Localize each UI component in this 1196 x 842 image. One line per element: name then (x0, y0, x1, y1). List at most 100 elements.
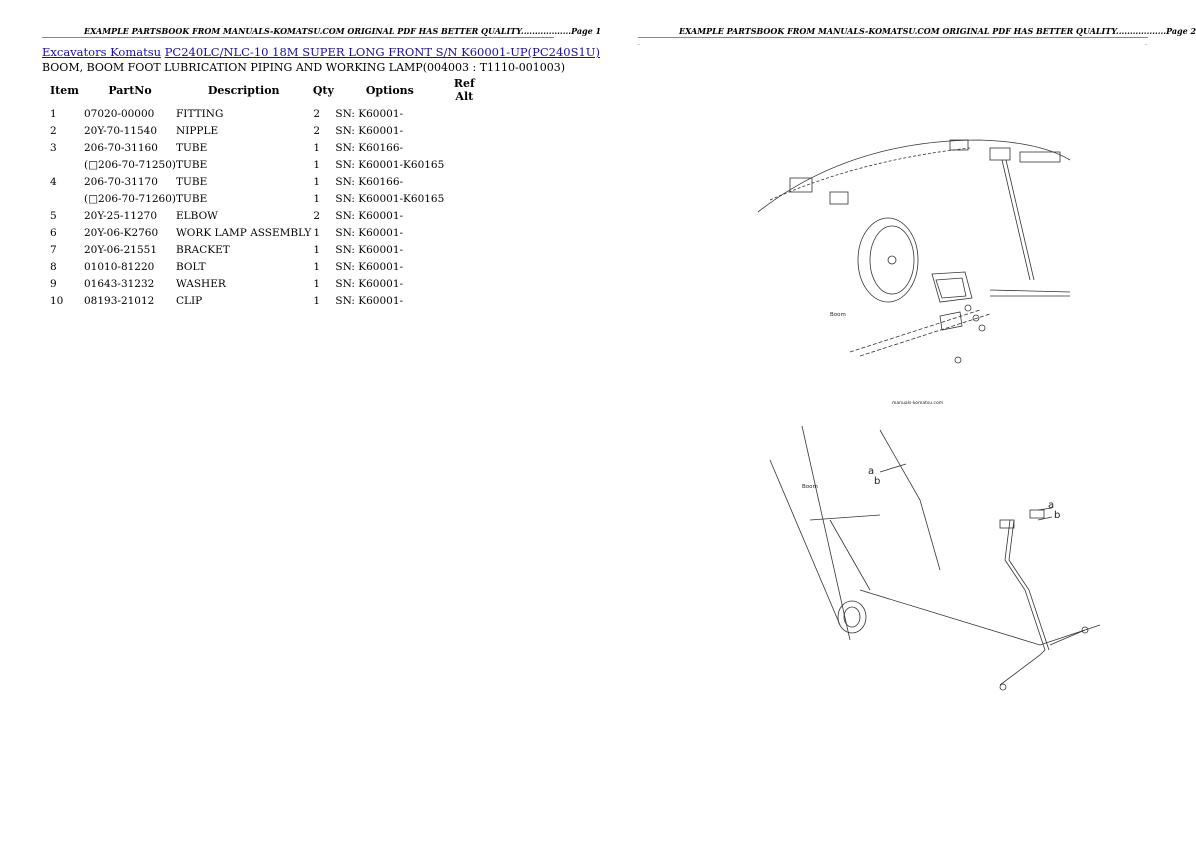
part-ref-alt (444, 292, 484, 309)
part-options: SN: K60001- (335, 226, 404, 239)
item-number: 2 (50, 124, 57, 137)
part-options: SN: K60001- (335, 107, 404, 120)
part-ref-alt (444, 224, 484, 241)
part-number: 07020-00000 (84, 107, 155, 120)
part-description: FITTING (176, 107, 224, 120)
breadcrumb-link-excavators[interactable]: Excavators Komatsu (42, 45, 162, 59)
part-options: SN: K60001-K60165 (335, 158, 445, 171)
diagram-watermark: manuals-komatsu.com (892, 400, 943, 406)
part-description: TUBE (176, 158, 208, 171)
item-number: 1 (50, 107, 57, 120)
part-ref-alt (444, 258, 484, 275)
table-row: (□206-70-71250)TUBE 1 SN: K60001-K60165 (42, 156, 484, 173)
part-description: BRACKET (176, 243, 230, 256)
part-qty: 1 (313, 260, 321, 273)
page2-corner-mark-right: . (1145, 40, 1147, 47)
table-row: 1 07020-00000 FITTING 2 SN: K60001- (42, 105, 484, 122)
col-header-options: Options (365, 83, 414, 97)
part-number: 206-70-31170 (84, 175, 158, 188)
part-description: NIPPLE (176, 124, 219, 137)
part-number: 20Y-25-11270 (84, 209, 157, 222)
table-row: 10 08193-21012 CLIP 1 SN: K60001- (42, 292, 484, 309)
part-number: (□206-70-71260) (84, 192, 177, 205)
part-qty: 1 (313, 277, 321, 290)
part-number: (□206-70-71250) (84, 158, 177, 171)
exploded-parts-diagram: Boom Boom a b a b manuals-komatsu.com (757, 139, 1101, 691)
part-description: ELBOW (176, 209, 218, 222)
part-number: 20Y-06-21551 (84, 243, 157, 256)
part-options: SN: K60001- (335, 124, 404, 137)
part-qty: 1 (313, 192, 321, 205)
diagram-label-b2: b (1054, 510, 1060, 521)
part-qty: 1 (313, 294, 321, 307)
part-qty: 1 (313, 158, 321, 171)
page-subtitle: BOOM, BOOM FOOT LUBRICATION PIPING AND W… (42, 61, 566, 74)
diagram-label-a2: a (1048, 500, 1054, 511)
part-number: 20Y-06-K2760 (84, 226, 159, 239)
part-options: SN: K60001- (335, 294, 404, 307)
table-row: 7 20Y-06-21551 BRACKET 1 SN: K60001- (42, 241, 484, 258)
part-description: CLIP (176, 294, 203, 307)
part-ref-alt (444, 156, 484, 173)
part-qty: 2 (313, 209, 321, 222)
page2-header-rule (638, 37, 1148, 38)
part-description: TUBE (176, 175, 208, 188)
table-row: 2 20Y-70-11540 NIPPLE 2 SN: K60001- (42, 122, 484, 139)
item-number: 10 (50, 294, 64, 307)
page2-header: EXAMPLE PARTSBOOK FROM MANUALS-KOMATSU.C… (679, 26, 1196, 36)
part-qty: 2 (313, 124, 321, 137)
part-ref-alt (444, 105, 484, 122)
part-description: WORK LAMP ASSEMBLY (176, 226, 312, 239)
part-ref-alt (444, 275, 484, 292)
part-options: SN: K60166- (335, 141, 404, 154)
item-number: 3 (50, 141, 57, 154)
part-ref-alt (444, 122, 484, 139)
item-number (42, 156, 84, 173)
part-description: TUBE (176, 192, 208, 205)
col-header-description: Description (207, 83, 280, 97)
diagram-label-boom-bottom: Boom (802, 484, 818, 490)
part-ref-alt (444, 190, 484, 207)
item-number (42, 190, 84, 207)
part-options: SN: K60001- (335, 243, 404, 256)
breadcrumb-link-model[interactable]: PC240LC/NLC-10 18M SUPER LONG FRONT S/N … (164, 45, 600, 59)
part-description: TUBE (176, 141, 208, 154)
table-row: 5 20Y-25-11270 ELBOW 2 SN: K60001- (42, 207, 484, 224)
page1-header-rule (42, 37, 554, 38)
item-number: 8 (50, 260, 57, 273)
item-number: 4 (50, 175, 57, 188)
col-header-item: Item (50, 83, 79, 97)
diagram-label-boom-top: Boom (830, 312, 846, 318)
part-qty: 1 (313, 243, 321, 256)
part-ref-alt (444, 173, 484, 190)
item-number: 5 (50, 209, 57, 222)
part-options: SN: K60001- (335, 260, 404, 273)
part-description: WASHER (176, 277, 226, 290)
part-qty: 2 (313, 107, 321, 120)
page1-header: EXAMPLE PARTSBOOK FROM MANUALS-KOMATSU.C… (84, 26, 602, 36)
part-ref-alt (444, 139, 484, 156)
item-number: 7 (50, 243, 57, 256)
part-ref-alt (444, 207, 484, 224)
part-qty: 1 (313, 141, 321, 154)
item-number: 6 (50, 226, 57, 239)
parts-table-header: Item PartNo Description Qty Options Ref … (42, 76, 484, 105)
part-qty: 1 (313, 226, 321, 239)
part-number: 01010-81220 (84, 260, 155, 273)
part-number: 206-70-31160 (84, 141, 158, 154)
breadcrumb: Excavators Komatsu PC240LC/NLC-10 18M SU… (42, 45, 600, 59)
part-number: 20Y-70-11540 (84, 124, 157, 137)
table-row: 3 206-70-31160 TUBE 1 SN: K60166- (42, 139, 484, 156)
part-number: 01643-31232 (84, 277, 155, 290)
item-number: 9 (50, 277, 57, 290)
diagram-label-a1: a (868, 466, 874, 477)
part-options: SN: K60001- (335, 209, 404, 222)
diagram-label-b1: b (874, 476, 880, 487)
part-number: 08193-21012 (84, 294, 155, 307)
col-header-refalt: Ref Alt (453, 77, 475, 103)
